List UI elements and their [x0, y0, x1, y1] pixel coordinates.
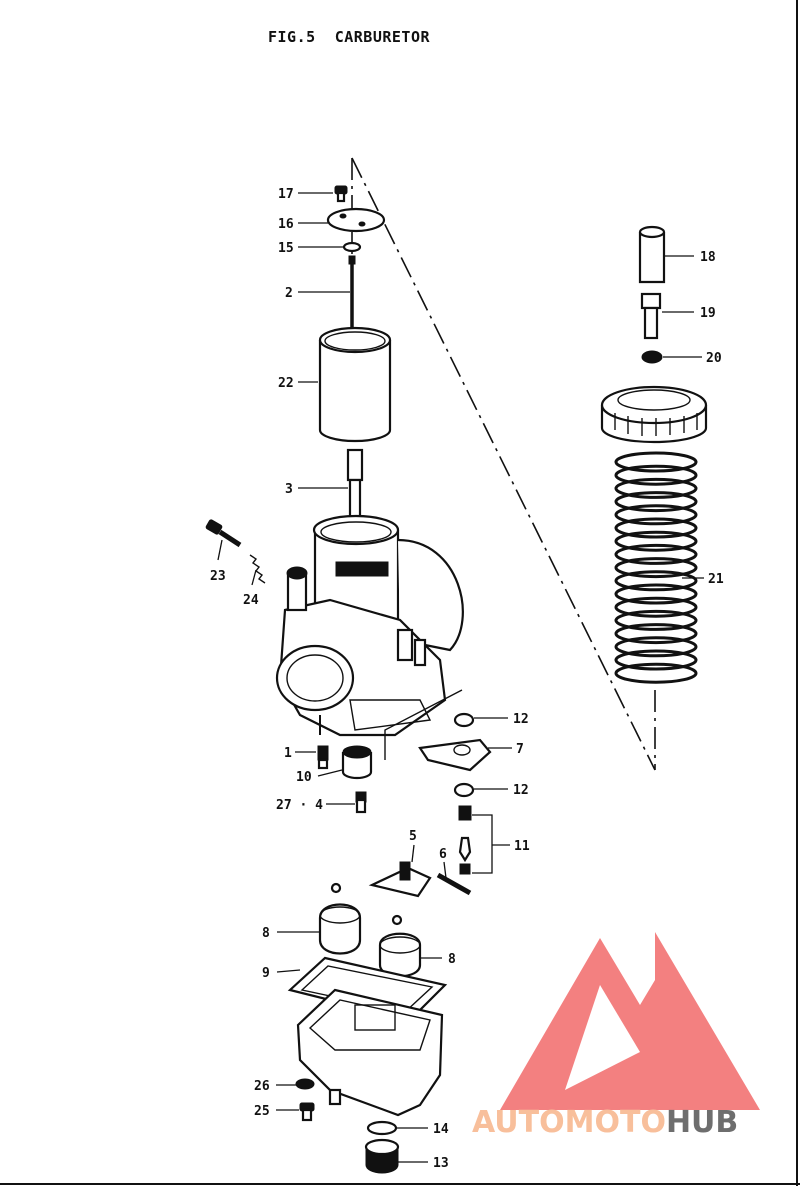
- label-13: 13: [433, 1156, 449, 1171]
- part-22-throttle-valve: [318, 326, 392, 443]
- spring-coil: [614, 649, 698, 671]
- watermark-triangle-icon: [500, 932, 760, 1110]
- spring-coil: [614, 636, 698, 658]
- label-21: 21: [708, 572, 724, 587]
- bracket-line: [384, 689, 463, 760]
- part-19-adjuster: [640, 292, 662, 340]
- part-15-clip: [342, 241, 362, 253]
- part-21-spring: [614, 451, 698, 684]
- label-25: 25: [254, 1104, 270, 1119]
- label-15: 15: [278, 241, 294, 256]
- part-labels: 17 16 15 2 22 3 23 24 1 10 27 · 4 5 6 8 …: [210, 187, 724, 1171]
- part-23-screw: [205, 519, 242, 548]
- part-18-cap: [638, 225, 666, 284]
- label-2: 2: [285, 286, 293, 301]
- label-10: 10: [296, 770, 312, 785]
- part-12-washer-upper: [453, 712, 475, 728]
- part-14-o-ring: [366, 1120, 398, 1136]
- watermark-inner-cutout: [565, 985, 640, 1090]
- spring-coil: [614, 662, 698, 684]
- part-25-screw: [299, 1102, 315, 1122]
- part-1-jet: [317, 745, 329, 770]
- figure-title: FIG.5 CARBURETOR: [268, 28, 431, 46]
- spring-coil: [614, 623, 698, 645]
- spring-coil: [614, 451, 698, 473]
- label-24: 24: [243, 593, 259, 608]
- label-22: 22: [278, 376, 294, 391]
- label-17: 17: [278, 187, 294, 202]
- label-19: 19: [700, 306, 716, 321]
- part-17-screw: [334, 185, 348, 203]
- label-12-upper: 12: [513, 712, 529, 727]
- label-1: 1: [284, 746, 292, 761]
- carb-top-cap: [600, 385, 708, 444]
- assembly-guide-line: [351, 157, 656, 771]
- label-3: 3: [285, 482, 293, 497]
- part-20-nut: [641, 350, 663, 364]
- label-5: 5: [409, 829, 417, 844]
- spring-coil: [614, 517, 698, 539]
- label-8-right: 8: [448, 952, 456, 967]
- label-14: 14: [433, 1122, 449, 1137]
- leader-lines: [217, 192, 704, 1163]
- part-3-needle-jet: [346, 448, 364, 527]
- label-7: 7: [516, 742, 524, 757]
- label-27-4: 27 · 4: [276, 798, 323, 813]
- part-16-plate: [326, 207, 386, 233]
- part-26-gasket: [295, 1078, 315, 1090]
- part-10-holder: [341, 745, 373, 780]
- watermark-text-part1: AUTOMOTO: [472, 1105, 666, 1140]
- part-6-pin: [436, 872, 472, 896]
- spring-coil: [614, 504, 698, 526]
- part-12-washer-lower: [453, 782, 475, 798]
- spring-coil: [614, 477, 698, 499]
- carburetor-body: [275, 514, 464, 737]
- label-18: 18: [700, 250, 716, 265]
- part-27-4-jet: [355, 791, 367, 814]
- spring-coil: [614, 557, 698, 579]
- part-8-float-right: [378, 914, 422, 978]
- part-11-float-valve: [458, 805, 472, 875]
- label-8-left: 8: [262, 926, 270, 941]
- part-5-float-arm: [368, 861, 432, 898]
- spring-coil: [614, 570, 698, 592]
- float-bowl: [296, 988, 444, 1117]
- spring-coil: [614, 491, 698, 513]
- part-7-plate: [418, 738, 492, 772]
- label-20: 20: [706, 351, 722, 366]
- spring-coil: [614, 543, 698, 565]
- label-12-lower: 12: [513, 783, 529, 798]
- part-24-spring: [249, 554, 266, 584]
- label-9: 9: [262, 966, 270, 981]
- part-8-float-left: [318, 882, 362, 955]
- spring-coil: [614, 609, 698, 631]
- watermark-logo: AUTOMOTOHUB: [472, 932, 760, 1140]
- spring-coil: [614, 530, 698, 552]
- spring-coil: [614, 583, 698, 605]
- label-26: 26: [254, 1079, 270, 1094]
- spring-coil: [614, 596, 698, 618]
- label-11: 11: [514, 839, 530, 854]
- label-23: 23: [210, 569, 226, 584]
- label-16: 16: [278, 217, 294, 232]
- watermark-text: AUTOMOTOHUB: [472, 1105, 738, 1140]
- spring-coil: [614, 464, 698, 486]
- label-6: 6: [439, 847, 447, 862]
- part-13-drain-plug: [364, 1138, 400, 1174]
- watermark-text-part2: HUB: [666, 1105, 738, 1140]
